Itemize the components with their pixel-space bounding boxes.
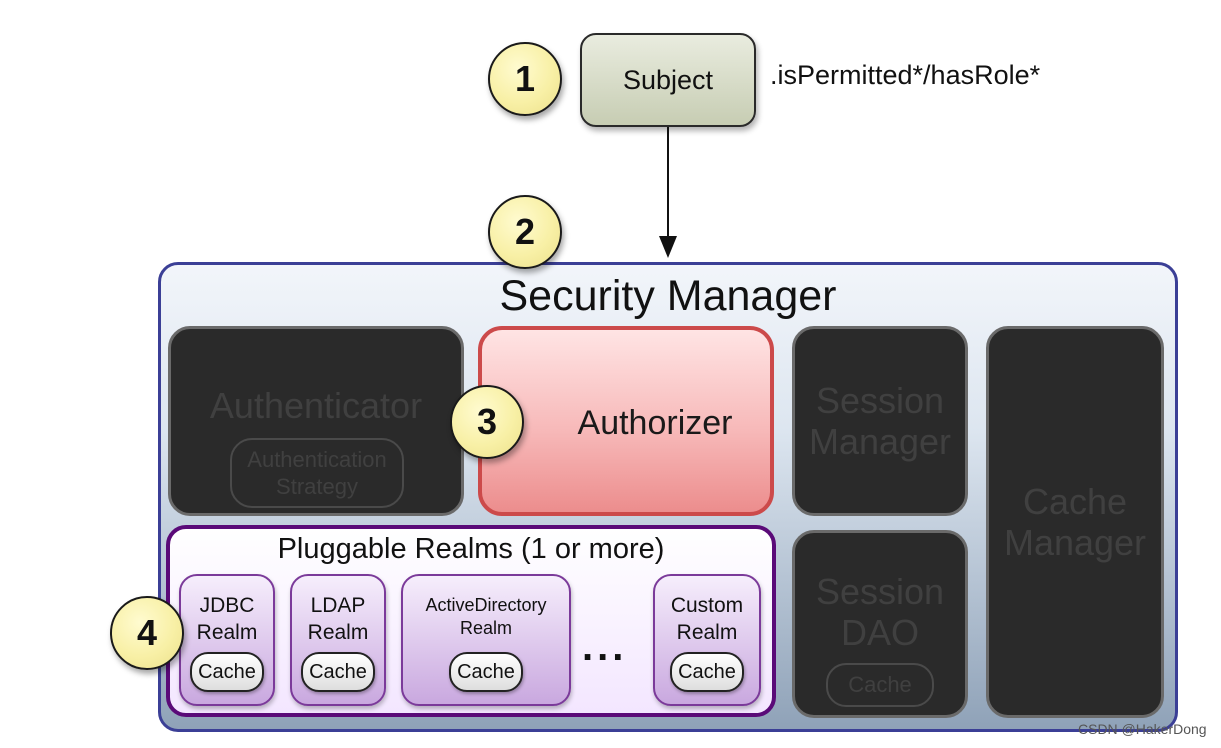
watermark: CSDN @HakerDong xyxy=(1078,721,1207,737)
session-manager-box: Session Manager xyxy=(792,326,968,516)
realm-activedirectory: ActiveDirectory Realm Cache xyxy=(401,574,571,706)
realm-custom: Custom Realm Cache xyxy=(653,574,761,706)
call-arrow-line xyxy=(667,127,669,239)
authenticator-label: Authenticator xyxy=(209,385,423,426)
step-4-badge: 4 xyxy=(110,596,184,670)
session-dao-label: Session DAO xyxy=(815,571,945,654)
authenticator-box: Authenticator xyxy=(168,326,464,516)
step-3-badge: 3 xyxy=(450,385,524,459)
step-2-badge: 2 xyxy=(488,195,562,269)
session-dao-cache: Cache xyxy=(826,663,934,707)
authorizer-box: Authorizer xyxy=(478,326,774,516)
authorizer-label: Authorizer xyxy=(577,404,733,442)
realm-ldap-cache: Cache xyxy=(301,652,375,692)
security-manager-title: Security Manager xyxy=(499,272,837,320)
call-arrow-head xyxy=(659,236,677,258)
realm-custom-label: Custom Realm xyxy=(670,594,744,645)
session-dao-box: Session DAO xyxy=(792,530,968,718)
realm-jdbc-label: JDBC Realm xyxy=(196,594,258,645)
pluggable-realms-title: Pluggable Realms (1 or more) xyxy=(277,533,665,565)
realm-ldap-label: LDAP Realm xyxy=(307,594,369,645)
realm-ldap: LDAP Realm Cache xyxy=(290,574,386,706)
authentication-strategy-box: Authentication Strategy xyxy=(230,438,404,508)
step-1-badge: 1 xyxy=(488,42,562,116)
subject-box: Subject xyxy=(580,33,756,127)
realm-custom-cache: Cache xyxy=(670,652,744,692)
realm-activedirectory-cache: Cache xyxy=(449,652,523,692)
subject-method-label: .isPermitted*/hasRole* xyxy=(770,60,1041,90)
realms-ellipsis: ... xyxy=(582,625,628,669)
realm-jdbc-cache: Cache xyxy=(190,652,264,692)
cache-manager-box: Cache Manager xyxy=(986,326,1164,718)
realm-activedirectory-label: ActiveDirectory Realm xyxy=(425,595,547,639)
realm-jdbc: JDBC Realm Cache xyxy=(179,574,275,706)
